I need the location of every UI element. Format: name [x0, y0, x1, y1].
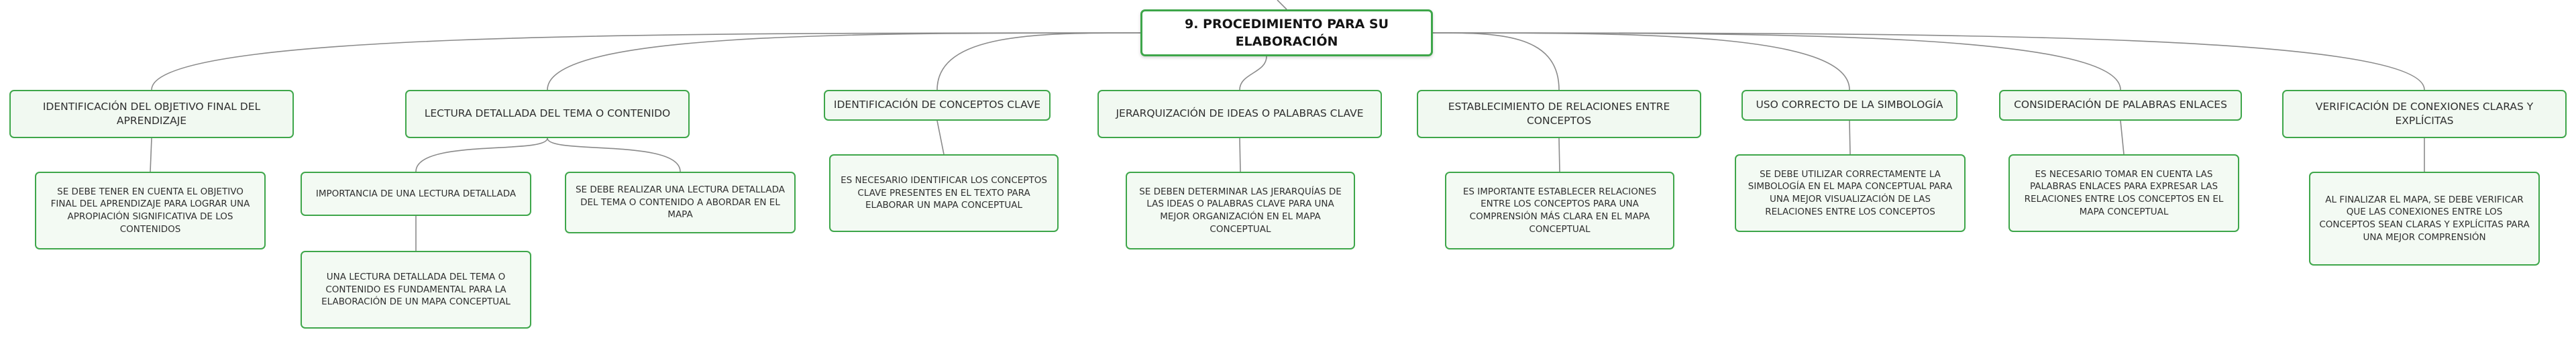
connector-1-to-1.1 — [547, 137, 681, 172]
detail-jerarquizacion[interactable]: SE DEBEN DETERMINAR LAS JERARQUÍAS DE LA… — [1126, 172, 1355, 249]
connector-2-to-2.0 — [936, 120, 945, 155]
connector-root-to-5 — [1432, 32, 1850, 91]
detail-realizar-lectura[interactable]: SE DEBE REALIZAR UNA LECTURA DETALLADA D… — [565, 172, 796, 233]
detail-lectura-fundamental[interactable]: UNA LECTURA DETALLADA DEL TEMA O CONTENI… — [301, 251, 531, 329]
connector-4-to-4.0 — [1558, 137, 1560, 172]
detail-simbologia[interactable]: SE DEBE UTILIZAR CORRECTAMENTE LA SIMBOL… — [1735, 154, 1966, 232]
step-verificacion-conexiones[interactable]: VERIFICACIÓN DE CONEXIONES CLARAS Y EXPL… — [2282, 90, 2567, 138]
connector-5-to-5.0 — [1849, 120, 1851, 155]
step-conceptos-clave[interactable]: IDENTIFICACIÓN DE CONCEPTOS CLAVE — [824, 90, 1051, 121]
node-label: SE DEBE REALIZAR UNA LECTURA DETALLADA D… — [575, 184, 785, 221]
node-label: IMPORTANCIA DE UNA LECTURA DETALLADA — [315, 188, 517, 199]
node-label: VERIFICACIÓN DE CONEXIONES CLARAS Y EXPL… — [2315, 100, 2534, 127]
node-label: UNA LECTURA DETALLADA DEL TEMA O CONTENI… — [321, 272, 511, 308]
node-label: SE DEBE UTILIZAR CORRECTAMENTE LA SIMBOL… — [1748, 168, 1953, 217]
node-label: AL FINALIZAR EL MAPA, SE DEBE VERIFICAR … — [2319, 194, 2530, 243]
node-label: ES NECESARIO IDENTIFICAR LOS CONCEPTOS C… — [841, 175, 1047, 211]
node-label: ESTABLECIMIENTO DE RELACIONES ENTRE CONC… — [1448, 100, 1670, 127]
detail-conceptos-clave[interactable]: ES NECESARIO IDENTIFICAR LOS CONCEPTOS C… — [829, 154, 1059, 232]
node-label: SE DEBE TENER EN CUENTA EL OBJETIVO FINA… — [50, 186, 250, 235]
detail-objetivo-final[interactable]: SE DEBE TENER EN CUENTA EL OBJETIVO FINA… — [35, 172, 266, 249]
node-label: USO CORRECTO DE LA SIMBOLOGÍA — [1756, 99, 1943, 111]
connector-root-to-1 — [547, 32, 1141, 91]
root-label: 9. PROCEDIMIENTO PARA SU ELABORACIÓN — [1184, 16, 1389, 49]
connector-root-to-6 — [1432, 32, 2121, 91]
step-lectura-detallada[interactable]: LECTURA DETALLADA DEL TEMA O CONTENIDO — [405, 90, 690, 138]
node-label: CONSIDERACIÓN DE PALABRAS ENLACES — [2014, 99, 2227, 111]
step-objetivo-final[interactable]: IDENTIFICACIÓN DEL OBJETIVO FINAL DEL AP… — [9, 90, 294, 138]
connector-root-to-7 — [1432, 32, 2425, 91]
detail-relaciones-conceptos[interactable]: ES IMPORTANTE ESTABLECER RELACIONES ENTR… — [1445, 172, 1674, 249]
connector-root-to-4 — [1432, 32, 1560, 91]
node-label: ES NECESARIO TOMAR EN CUENTA LAS PALABRA… — [2024, 168, 2224, 217]
node-label: IDENTIFICACIÓN DE CONCEPTOS CLAVE — [833, 99, 1041, 111]
node-label: SE DEBEN DETERMINAR LAS JERARQUÍAS DE LA… — [1139, 186, 1342, 235]
step-simbologia[interactable]: USO CORRECTO DE LA SIMBOLOGÍA — [1741, 90, 1957, 121]
connector-1-to-1.0 — [415, 137, 548, 172]
detail-verificacion-conexiones[interactable]: AL FINALIZAR EL MAPA, SE DEBE VERIFICAR … — [2309, 172, 2540, 266]
node-label: ES IMPORTANTE ESTABLECER RELACIONES ENTR… — [1462, 186, 1657, 235]
connector-root-to-3 — [1239, 56, 1267, 91]
detail-importancia-lectura[interactable]: IMPORTANCIA DE UNA LECTURA DETALLADA — [301, 172, 531, 216]
step-jerarquizacion[interactable]: JERARQUIZACIÓN DE IDEAS O PALABRAS CLAVE — [1097, 90, 1382, 138]
node-label: IDENTIFICACIÓN DEL OBJETIVO FINAL DEL AP… — [42, 100, 261, 127]
step-palabras-enlaces[interactable]: CONSIDERACIÓN DE PALABRAS ENLACES — [1999, 90, 2242, 121]
connector-root-stub — [1277, 0, 1287, 10]
step-relaciones-conceptos[interactable]: ESTABLECIMIENTO DE RELACIONES ENTRE CONC… — [1417, 90, 1701, 138]
connector-0-to-0.0 — [150, 137, 152, 172]
node-label: JERARQUIZACIÓN DE IDEAS O PALABRAS CLAVE — [1116, 107, 1364, 120]
root-node[interactable]: 9. PROCEDIMIENTO PARA SU ELABORACIÓN — [1140, 9, 1433, 56]
detail-palabras-enlaces[interactable]: ES NECESARIO TOMAR EN CUENTA LAS PALABRA… — [2008, 154, 2239, 232]
connector-6-to-6.0 — [2120, 120, 2125, 155]
node-label: LECTURA DETALLADA DEL TEMA O CONTENIDO — [424, 107, 671, 120]
connector-root-to-2 — [936, 32, 1141, 91]
connector-root-to-0 — [151, 32, 1141, 91]
